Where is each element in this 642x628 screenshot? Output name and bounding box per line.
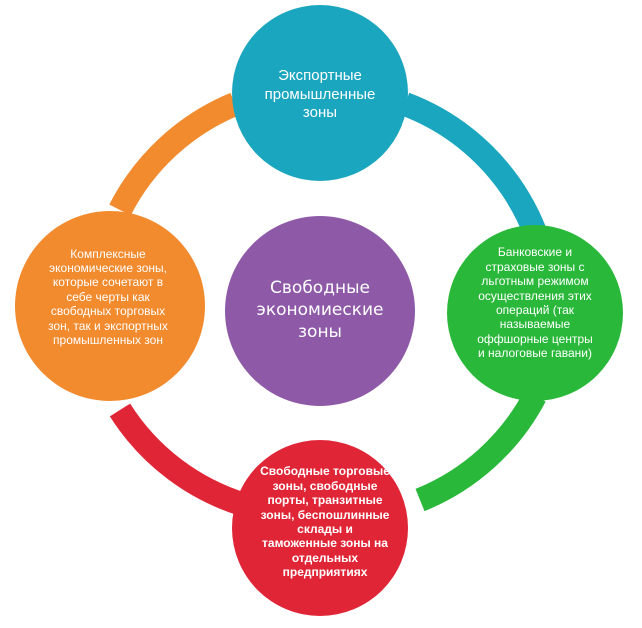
center-circle: [225, 216, 415, 406]
arc-left-top: [109, 92, 240, 216]
arc-bottom-left: [109, 403, 249, 517]
top-circle: [232, 5, 408, 181]
arc-right-bottom: [415, 390, 546, 512]
bottom-circle: [232, 440, 408, 616]
arc-top-right: [400, 92, 547, 237]
right-circle: [447, 225, 623, 401]
left-circle: [15, 211, 205, 401]
